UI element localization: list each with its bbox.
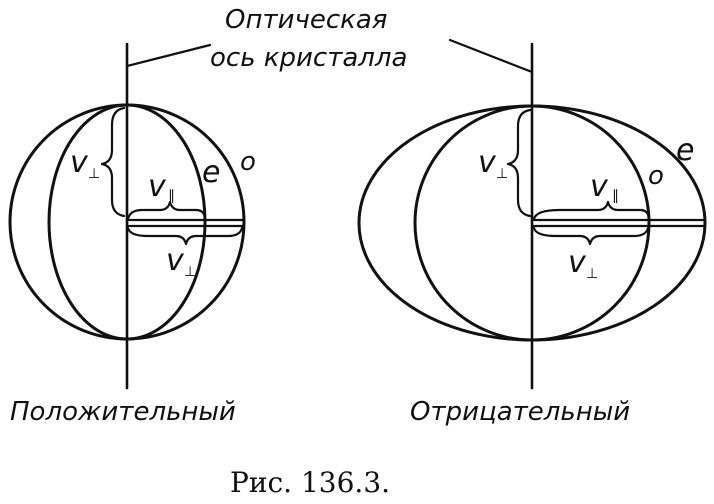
brace-v-perp-vertical-right [506, 108, 532, 218]
caption-positive: Положительный [10, 397, 236, 427]
label-o-right: o [648, 161, 664, 191]
label-v-par-sub-left: ∥ [168, 188, 175, 204]
ellipse-e-wavefront [47, 103, 207, 341]
label-v-perp2-right: v [568, 245, 587, 280]
leader-line-right [448, 38, 534, 74]
label-v-perp-left: v [70, 145, 89, 180]
label-v-perp-sub-left: ⊥ [88, 166, 100, 182]
caption-negative: Отрицательный [410, 397, 630, 427]
label-e-left: e [202, 155, 220, 190]
label-o-left: o [240, 147, 256, 177]
label-v-par-left: v [148, 169, 167, 204]
title-line-2: ось кристалла [210, 43, 407, 73]
circle-o-wavefront-right [413, 104, 651, 342]
label-v-perp-right: v [478, 145, 497, 180]
label-v-perp2-left: v [166, 243, 185, 278]
label-v-perp2-sub-left: ⊥ [184, 264, 196, 280]
label-v-perp2-sub-right: ⊥ [586, 266, 598, 282]
brace-v-par [126, 200, 207, 221]
brace-v-par-right [532, 200, 651, 221]
negative-crystal-diagram: v ⊥ v ∥ v ⊥ o e [357, 42, 707, 390]
label-v-par-right: v [590, 169, 609, 204]
label-e-right: e [676, 133, 694, 168]
figure-caption: Рис. 136.3. [230, 466, 390, 499]
label-v-par-sub-right: ∥ [612, 188, 619, 204]
positive-crystal-diagram: v ⊥ v ∥ v ⊥ e o [8, 42, 256, 390]
brace-v-perp-horizontal [126, 226, 244, 246]
title-line-1: Оптическая [225, 5, 387, 35]
leader-line-left [125, 43, 212, 68]
brace-v-perp-horizontal-right [532, 226, 650, 246]
label-v-perp-sub-right: ⊥ [496, 166, 508, 182]
brace-v-perp-vertical [100, 106, 126, 218]
